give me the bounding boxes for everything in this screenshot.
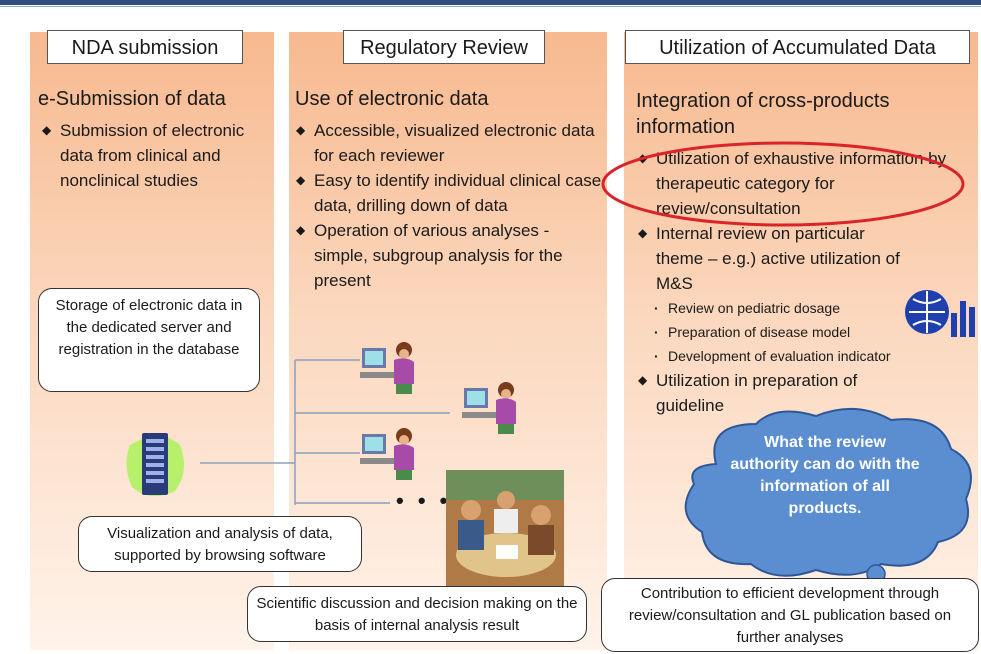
reviewer-at-computer-icon xyxy=(360,342,414,394)
subtitle-electronic-data: Use of electronic data xyxy=(295,88,489,110)
header-accumulated-data: Utilization of Accumulated Data xyxy=(625,30,970,64)
subtitle-integration: Integration of cross-products informatio… xyxy=(636,90,890,138)
reviewer-at-computer-icon xyxy=(462,382,516,434)
callout-scientific-discussion: Scientific discussion and decision makin… xyxy=(247,586,587,642)
list-item: Operation of various analyses - simple, … xyxy=(296,218,602,293)
list-item: Easy to identify individual clinical cas… xyxy=(296,168,602,218)
server-icon xyxy=(126,433,184,497)
callout-storage: Storage of electronic data in the dedica… xyxy=(38,288,260,392)
list-item: Submission of electronic data from clini… xyxy=(42,118,268,193)
cloud-text: What the review authority can do with th… xyxy=(730,434,920,517)
top-bar xyxy=(0,0,981,5)
more-reviewers-ellipsis: • • • xyxy=(396,488,452,513)
list-review: Accessible, visualized electronic data f… xyxy=(296,118,602,293)
connector-lines xyxy=(200,359,450,505)
list-nda: Submission of electronic data from clini… xyxy=(42,118,268,193)
sub-list: Review on pediatric dosage Preparation o… xyxy=(638,296,958,368)
reviewer-at-computer-icon xyxy=(360,428,414,480)
header-regulatory-review: Regulatory Review xyxy=(343,30,545,64)
list-accumulated: Utilization of exhaustive information by… xyxy=(638,146,958,418)
subtitle-esubmission: e-Submission of data xyxy=(38,88,226,110)
sub-list-item: Preparation of disease model xyxy=(652,320,958,344)
header-nda-submission: NDA submission xyxy=(47,30,243,64)
globe-chart-icon xyxy=(905,290,975,337)
meeting-photo-image xyxy=(446,470,564,588)
list-item: Utilization in preparation of guideline xyxy=(638,368,926,418)
callout-browsing: Visualization and analysis of data, supp… xyxy=(78,516,362,572)
callout-contribution: Contribution to efficient development th… xyxy=(601,578,979,652)
list-item: Utilization of exhaustive information by… xyxy=(638,146,958,221)
sub-list-item: Review on pediatric dosage xyxy=(652,296,958,320)
highlight-ellipse xyxy=(601,141,965,227)
top-rule xyxy=(0,6,981,7)
list-item: Accessible, visualized electronic data f… xyxy=(296,118,602,168)
list-item: Internal review on particular theme – e.… xyxy=(638,221,901,296)
sub-list-item: Development of evaluation indicator xyxy=(652,344,958,368)
